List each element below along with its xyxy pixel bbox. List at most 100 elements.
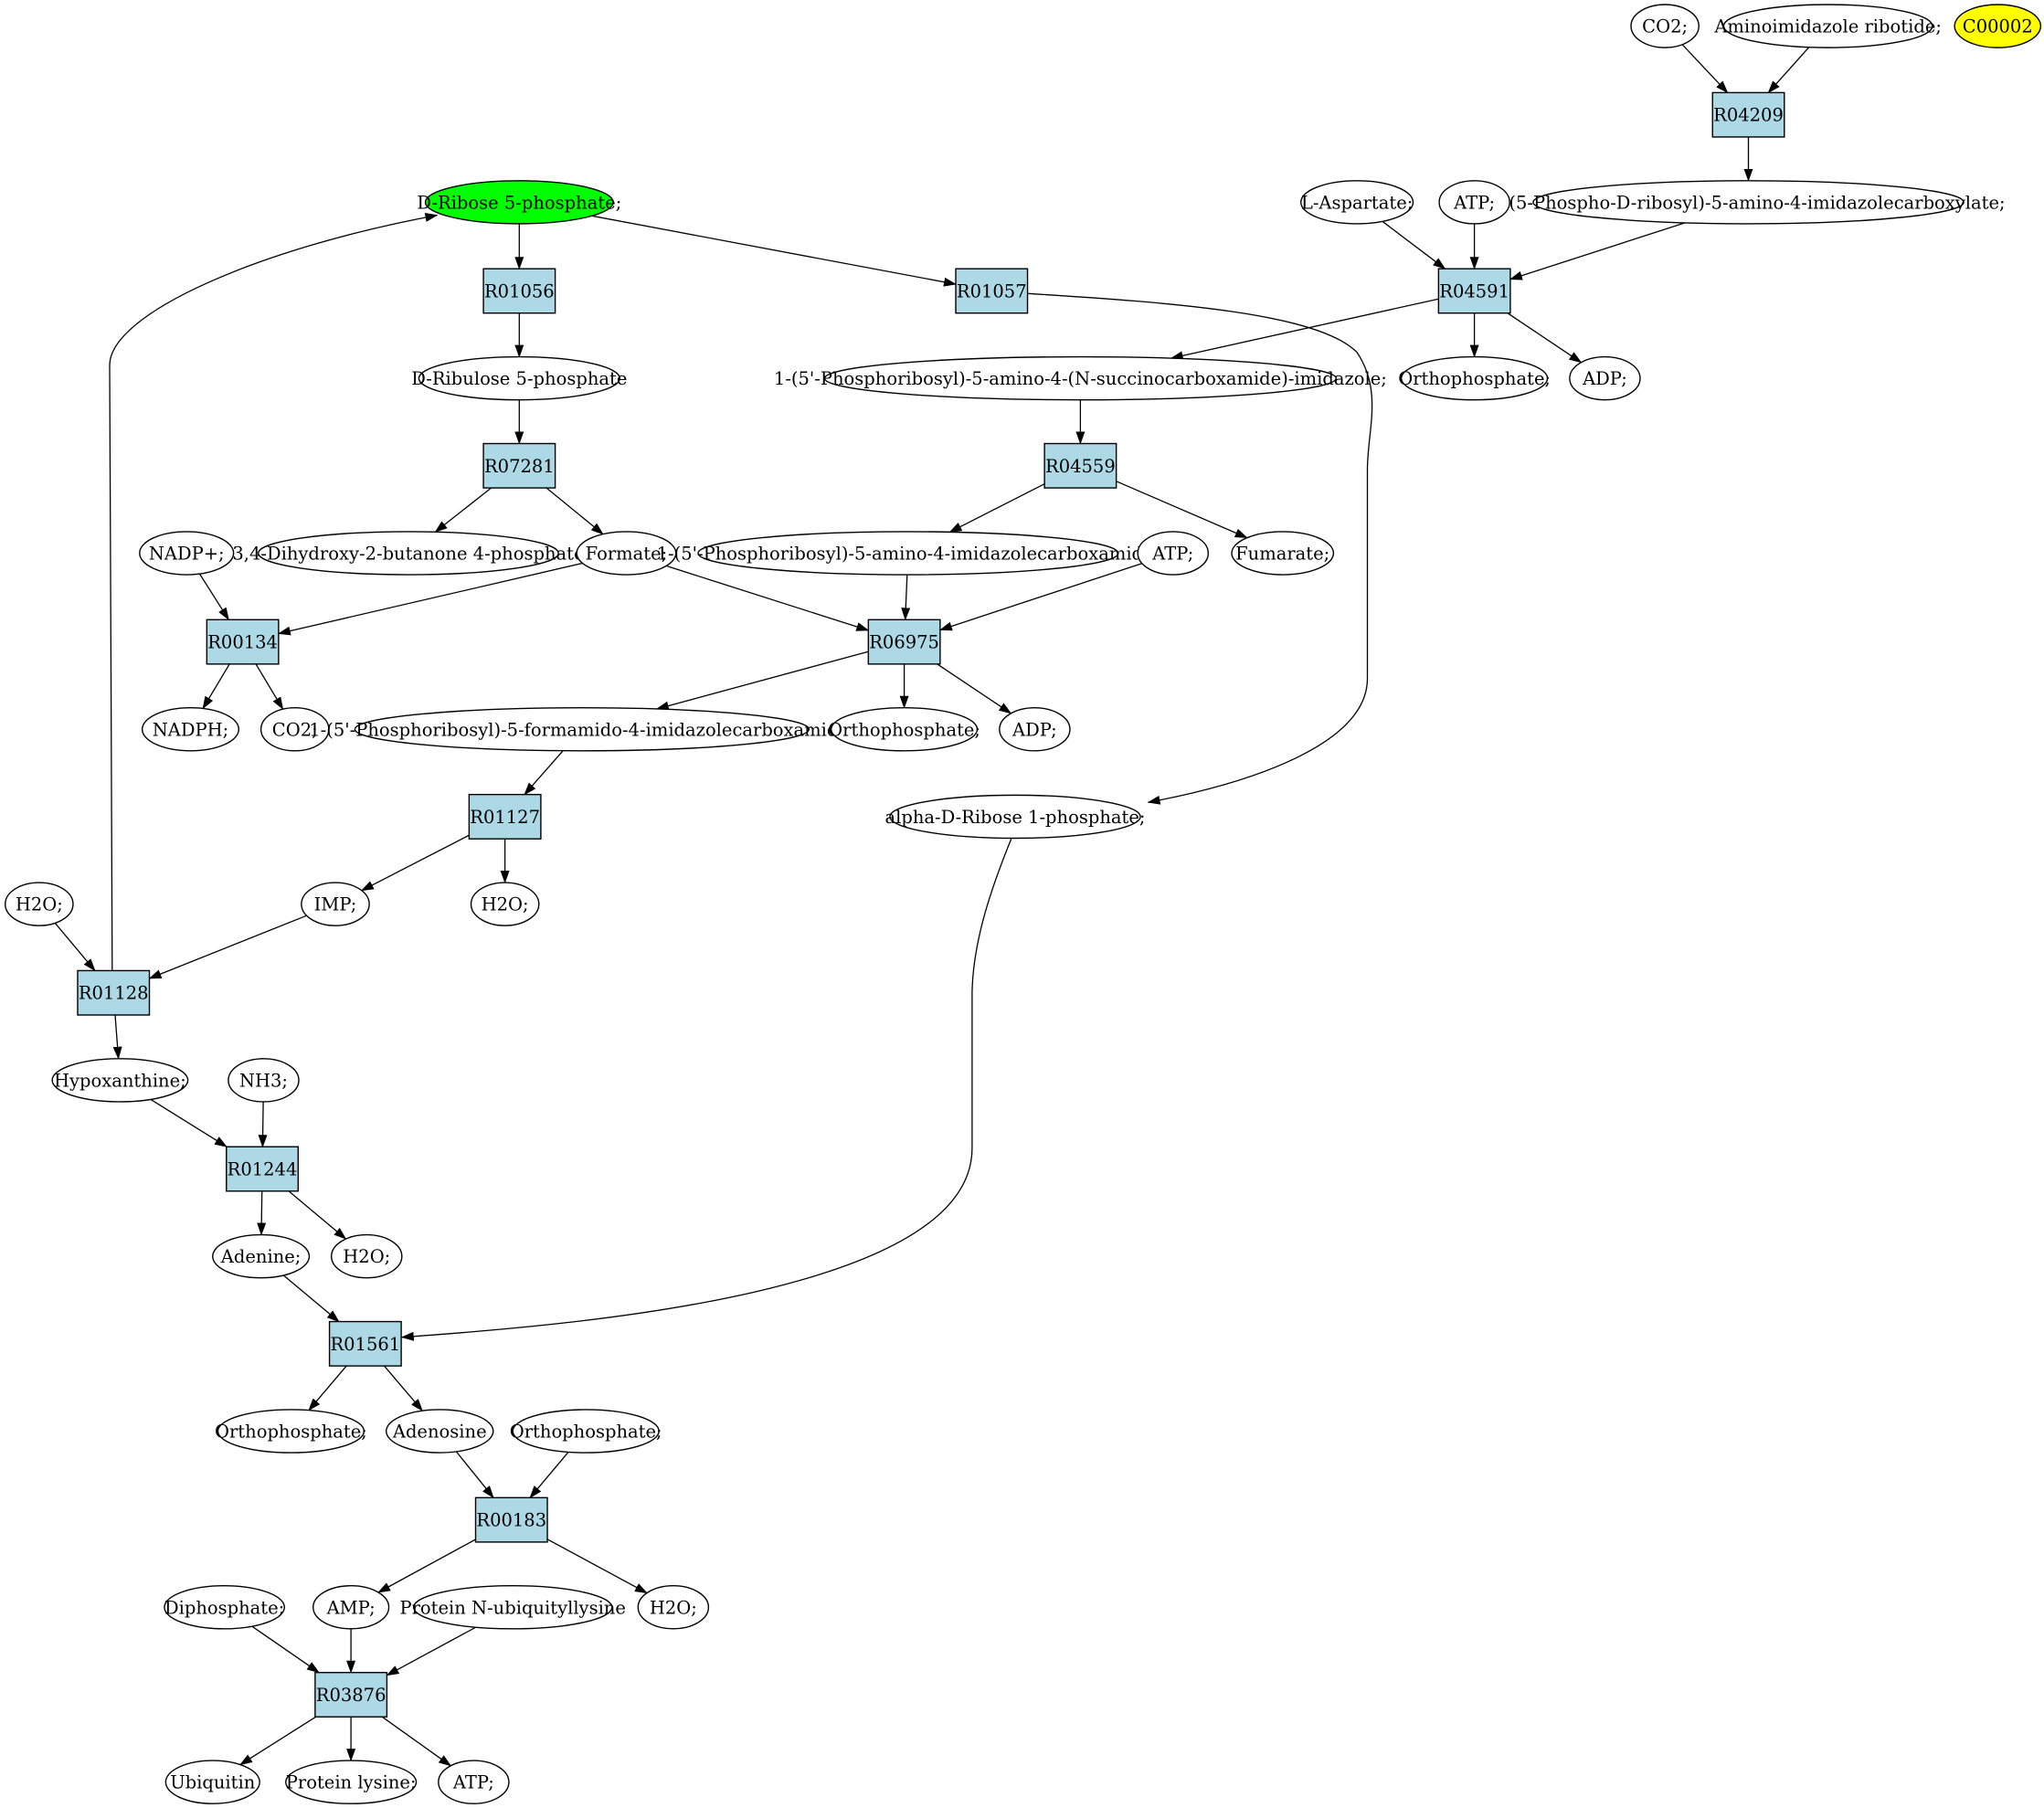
compound-label: H2O;: [650, 1597, 697, 1618]
compound-ellipse: [164, 1585, 286, 1630]
compound-ellipse: [385, 1409, 494, 1454]
edge-r03876-to-ubiquitin: [239, 1716, 317, 1766]
reaction-box: [328, 1320, 402, 1367]
compound-label: H2O;: [482, 894, 529, 915]
compound-node-aircarb: 1-(5-Phospho-D-ribosyl)-5-amino-4-imidaz…: [1491, 180, 2006, 225]
compound-node-aicar: 1-(5'-Phosphoribosyl)-5-amino-4-imidazol…: [657, 531, 1160, 576]
reaction-label: R01127: [470, 807, 540, 828]
compound-node-formate: Formate;: [576, 531, 677, 576]
compound-ellipse: [312, 1585, 390, 1630]
edge-imp-to-r01128: [148, 915, 307, 979]
edge-faicar-to-r01127: [524, 750, 564, 796]
reaction-node-r01561: R01561: [328, 1320, 402, 1367]
edge-nadp-to-r00134: [198, 573, 229, 621]
compound-label: Adenosine: [392, 1422, 487, 1443]
compound-label: Aminoimidazole ribotide;: [1713, 16, 1942, 37]
compound-ellipse: [1300, 180, 1414, 225]
compound-ellipse: [412, 1585, 613, 1630]
reaction-node-r00134: R00134: [206, 619, 280, 665]
reaction-box: [1043, 442, 1117, 489]
reaction-node-r07281: R07281: [482, 442, 556, 489]
reaction-node-r00183: R00183: [474, 1496, 548, 1543]
compound-node-orthophos-561: Orthophosphate;: [215, 1409, 367, 1454]
edge-r04559-to-aicar: [948, 483, 1045, 533]
edge-aicar-to-r06975: [901, 574, 911, 621]
compound-ellipse: [1722, 4, 1933, 48]
compound-label: NH3;: [239, 1070, 288, 1091]
compound-label: alpha-D-Ribose 1-phosphate;: [884, 807, 1145, 828]
edge-protnub-to-r03876: [386, 1626, 477, 1676]
compound-label: NADP+;: [149, 543, 225, 564]
compound-node-nh3: NH3;: [228, 1058, 300, 1103]
edge-r04591-to-saicar: [1170, 298, 1439, 361]
edge-adenosine-to-r00183: [455, 1451, 494, 1499]
compound-ellipse: [164, 1760, 260, 1804]
compound-ellipse: [470, 882, 540, 926]
reaction-node-r01127: R01127: [468, 793, 542, 840]
compound-node-r5p: D-Ribose 5-phosphate;: [417, 180, 621, 225]
compound-ellipse: [51, 1058, 189, 1103]
compound-node-adenine: Adenine;: [212, 1233, 311, 1279]
compound-node-adenosine: Adenosine: [385, 1409, 494, 1454]
reaction-node-r06975: R06975: [867, 619, 941, 665]
compound-node-h2o-128: H2O;: [5, 882, 74, 926]
compound-ellipse: [1532, 180, 1965, 225]
reaction-node-r04559: R04559: [1043, 442, 1117, 489]
compound-node-fumarate: Fumarate;: [1231, 531, 1335, 576]
compound-node-amp: AMP;: [312, 1585, 390, 1630]
reaction-label: R00134: [207, 632, 278, 653]
compound-label: 3,4-Dihydroxy-2-butanone 4-phosphate: [232, 543, 584, 564]
compound-ellipse: [697, 531, 1119, 576]
reaction-label: R06975: [869, 632, 939, 653]
compound-node-orthophos-183: Orthophosphate;: [510, 1409, 662, 1454]
compound-label: ADP;: [1582, 368, 1627, 389]
edge-r01128-to-hypoxanthine: [112, 1014, 122, 1060]
compound-ellipse: [637, 1585, 710, 1630]
reaction-box: [482, 268, 556, 314]
compound-label: Protein lysine;: [286, 1772, 417, 1793]
reaction-node-r01244: R01244: [226, 1146, 299, 1192]
compound-node-nadph: NADPH;: [141, 706, 240, 752]
edge-r03876-to-atp-876: [381, 1716, 452, 1767]
reaction-node-r04209: R04209: [1711, 91, 1785, 138]
compound-label: Orthophosphate;: [215, 1422, 367, 1443]
compound-ellipse: [228, 1058, 300, 1103]
edge-diphosphate-to-r03876: [251, 1625, 320, 1674]
compound-label: NADPH;: [153, 719, 228, 740]
compound-ellipse: [438, 1760, 510, 1804]
compound-label: Orthophosphate;: [510, 1422, 662, 1443]
compound-node-h2o-183: H2O;: [637, 1585, 710, 1630]
compound-node-atp-876: ATP;: [438, 1760, 510, 1804]
edge-r01057-to-r1p: [1028, 292, 1373, 805]
reaction-node-r01057: R01057: [955, 268, 1029, 314]
edge-h2o-128-to-r01128: [54, 922, 96, 972]
compound-ellipse: [139, 531, 235, 576]
reaction-box: [1437, 268, 1511, 314]
edge-formate-to-r00134: [277, 562, 583, 636]
compound-ellipse: [1231, 531, 1335, 576]
edge-r07281-to-formate: [545, 487, 604, 535]
edge-r1p-to-r01561: [400, 838, 1012, 1341]
compound-ellipse: [830, 706, 979, 752]
compound-label: Hypoxanthine;: [54, 1070, 186, 1091]
edge-air-to-r04209: [1767, 47, 1810, 94]
reaction-label: R04559: [1045, 456, 1116, 477]
compound-node-ru5p: D-Ribulose 5-phosphate: [411, 355, 627, 401]
compound-label: ADP;: [1011, 719, 1057, 740]
compound-label: 1-(5-Phospho-D-ribosyl)-5-amino-4-imidaz…: [1491, 192, 2005, 213]
edge-r5p-to-r01057: [591, 215, 957, 287]
edge-r06975-to-adp-975: [937, 663, 1012, 714]
compound-node-r1p: alpha-D-Ribose 1-phosphate;: [884, 794, 1145, 840]
compound-ellipse: [418, 355, 621, 401]
edge-r00183-to-h2o-183: [546, 1538, 648, 1594]
compound-node-h2o-127: H2O;: [470, 882, 540, 926]
compound-ellipse: [1569, 355, 1641, 401]
compound-node-atp-975: ATP;: [1137, 531, 1210, 576]
reaction-label: R07281: [484, 456, 555, 477]
edge-r01561-to-orthophos-561: [308, 1365, 347, 1412]
reaction-label: R01561: [330, 1334, 400, 1355]
compound-ellipse: [331, 1233, 403, 1279]
compound-node-h2o-244: H2O;: [331, 1233, 403, 1279]
reaction-node-r04591: R04591: [1437, 268, 1511, 314]
